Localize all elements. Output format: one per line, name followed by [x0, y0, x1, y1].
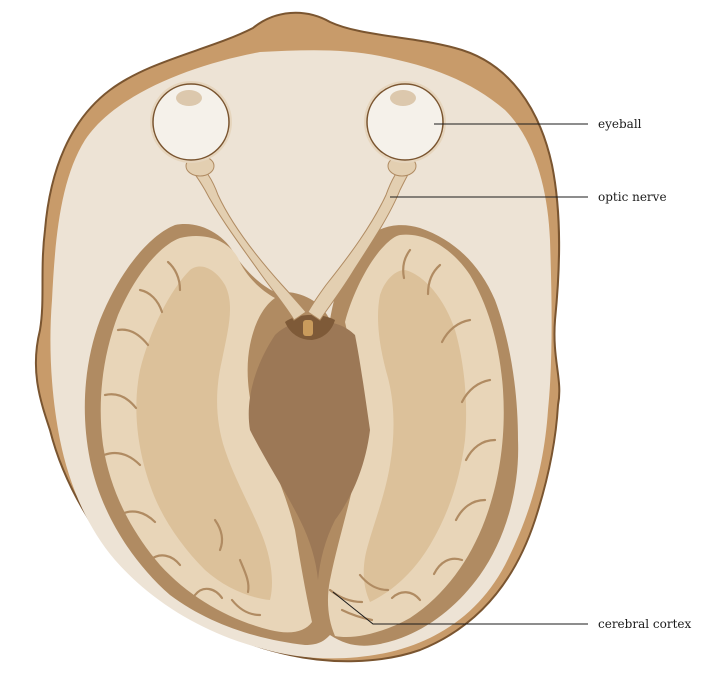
optic-nerve-label: optic nerve [598, 190, 667, 204]
eyeball-left [150, 81, 232, 163]
eyeball-right [364, 81, 446, 163]
chiasm-center [303, 320, 313, 336]
cerebral-cortex-label: cerebral cortex [598, 617, 691, 631]
eyeball-label: eyeball [598, 117, 642, 131]
